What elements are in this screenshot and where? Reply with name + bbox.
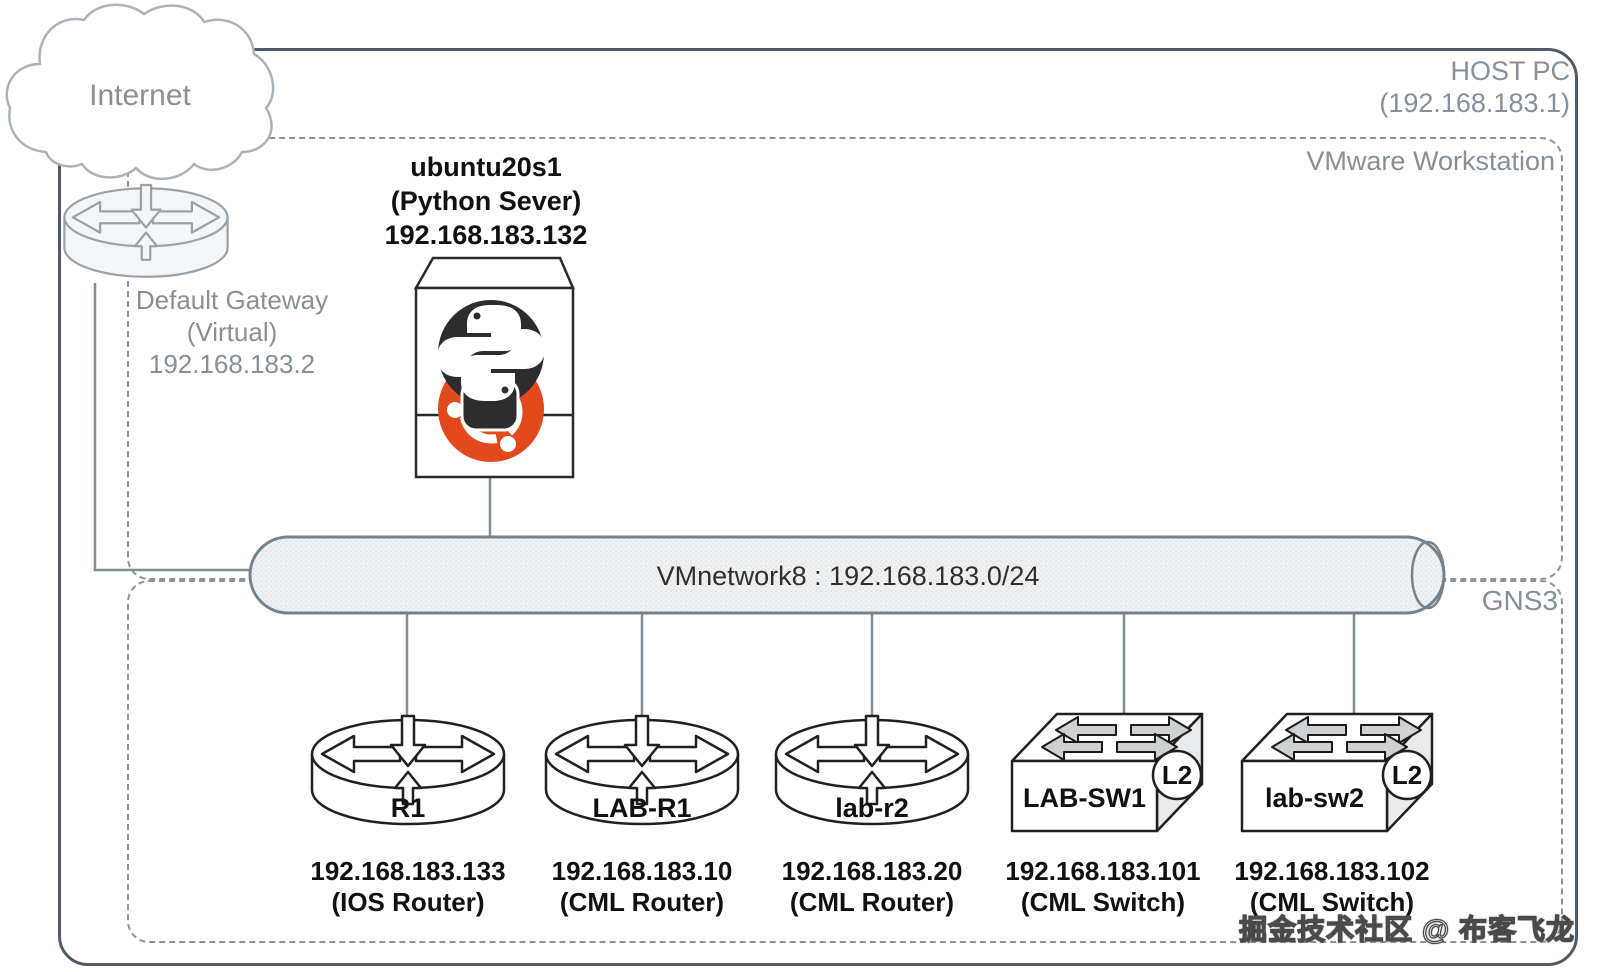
server-ip: 192.168.183.132	[384, 220, 588, 250]
device-label-lab-r1: LAB-R1	[592, 793, 692, 823]
device-ip: 192.168.183.101	[1005, 856, 1201, 886]
device-type: (CML Switch)	[1249, 887, 1415, 917]
gns3-label: GNS3	[1481, 585, 1558, 616]
device-type: (IOS Router)	[331, 887, 485, 917]
pipe-end-cap	[1410, 540, 1446, 610]
python-logo-icon	[437, 300, 545, 432]
default-gateway-caption: Default Gateway (Virtual) 192.168.183.2	[112, 284, 352, 380]
host-pc-title: HOST PC	[1450, 56, 1570, 86]
gateway-ip: 192.168.183.2	[148, 349, 316, 379]
watermark: 掘金技术社区 @ 布客飞龙	[1238, 913, 1575, 945]
l2-badge-lab-sw1: L2	[1162, 760, 1192, 790]
host-pc-ip: (192.168.183.1)	[1379, 88, 1570, 118]
device-ip: 192.168.183.102	[1234, 856, 1430, 886]
host-pc-box	[58, 48, 1578, 966]
link-lines	[93, 283, 1356, 730]
device-type: (CML Router)	[789, 887, 955, 917]
python-server-icon	[413, 256, 575, 479]
device-label-r1: R1	[390, 793, 426, 823]
device-caption-lab-sw1: 192.168.183.101 (CML Switch)	[973, 856, 1233, 918]
device-caption-lab-r2: 192.168.183.20 (CML Router)	[742, 856, 1002, 918]
gateway-name: Default Gateway	[135, 285, 329, 315]
device-ip: 192.168.183.133	[310, 856, 506, 886]
vmware-workstation-label: VMware Workstation	[1306, 146, 1555, 176]
l2-badge-lab-sw2: L2	[1392, 760, 1422, 790]
network-pipe	[248, 535, 1446, 615]
gateway-type: (Virtual)	[186, 317, 278, 347]
server-role: (Python Sever)	[390, 186, 582, 216]
server-caption: ubuntu20s1 (Python Sever) 192.168.183.13…	[336, 150, 636, 252]
device-ip: 192.168.183.10	[551, 856, 733, 886]
device-caption-r1: 192.168.183.133 (IOS Router)	[278, 856, 538, 918]
internet-cloud-icon	[5, 3, 275, 181]
gateway-link-line	[93, 283, 255, 572]
server-name: ubuntu20s1	[410, 152, 562, 182]
device-caption-lab-sw2: 192.168.183.102 (CML Switch)	[1202, 856, 1462, 918]
device-type: (CML Router)	[559, 887, 725, 917]
default-gateway-router-icon	[63, 183, 229, 278]
device-label-lab-sw2: lab-sw2	[1264, 783, 1365, 813]
device-ip: 192.168.183.20	[781, 856, 963, 886]
network-bus-label: VMnetwork8 : 192.168.183.0/24	[656, 561, 1040, 591]
internet-label: Internet	[89, 79, 191, 112]
device-label-lab-sw1: LAB-SW1	[1023, 783, 1146, 813]
device-caption-lab-r1: 192.168.183.10 (CML Router)	[512, 856, 772, 918]
device-type: (CML Switch)	[1020, 887, 1186, 917]
device-label-lab-r2: lab-r2	[835, 793, 909, 823]
